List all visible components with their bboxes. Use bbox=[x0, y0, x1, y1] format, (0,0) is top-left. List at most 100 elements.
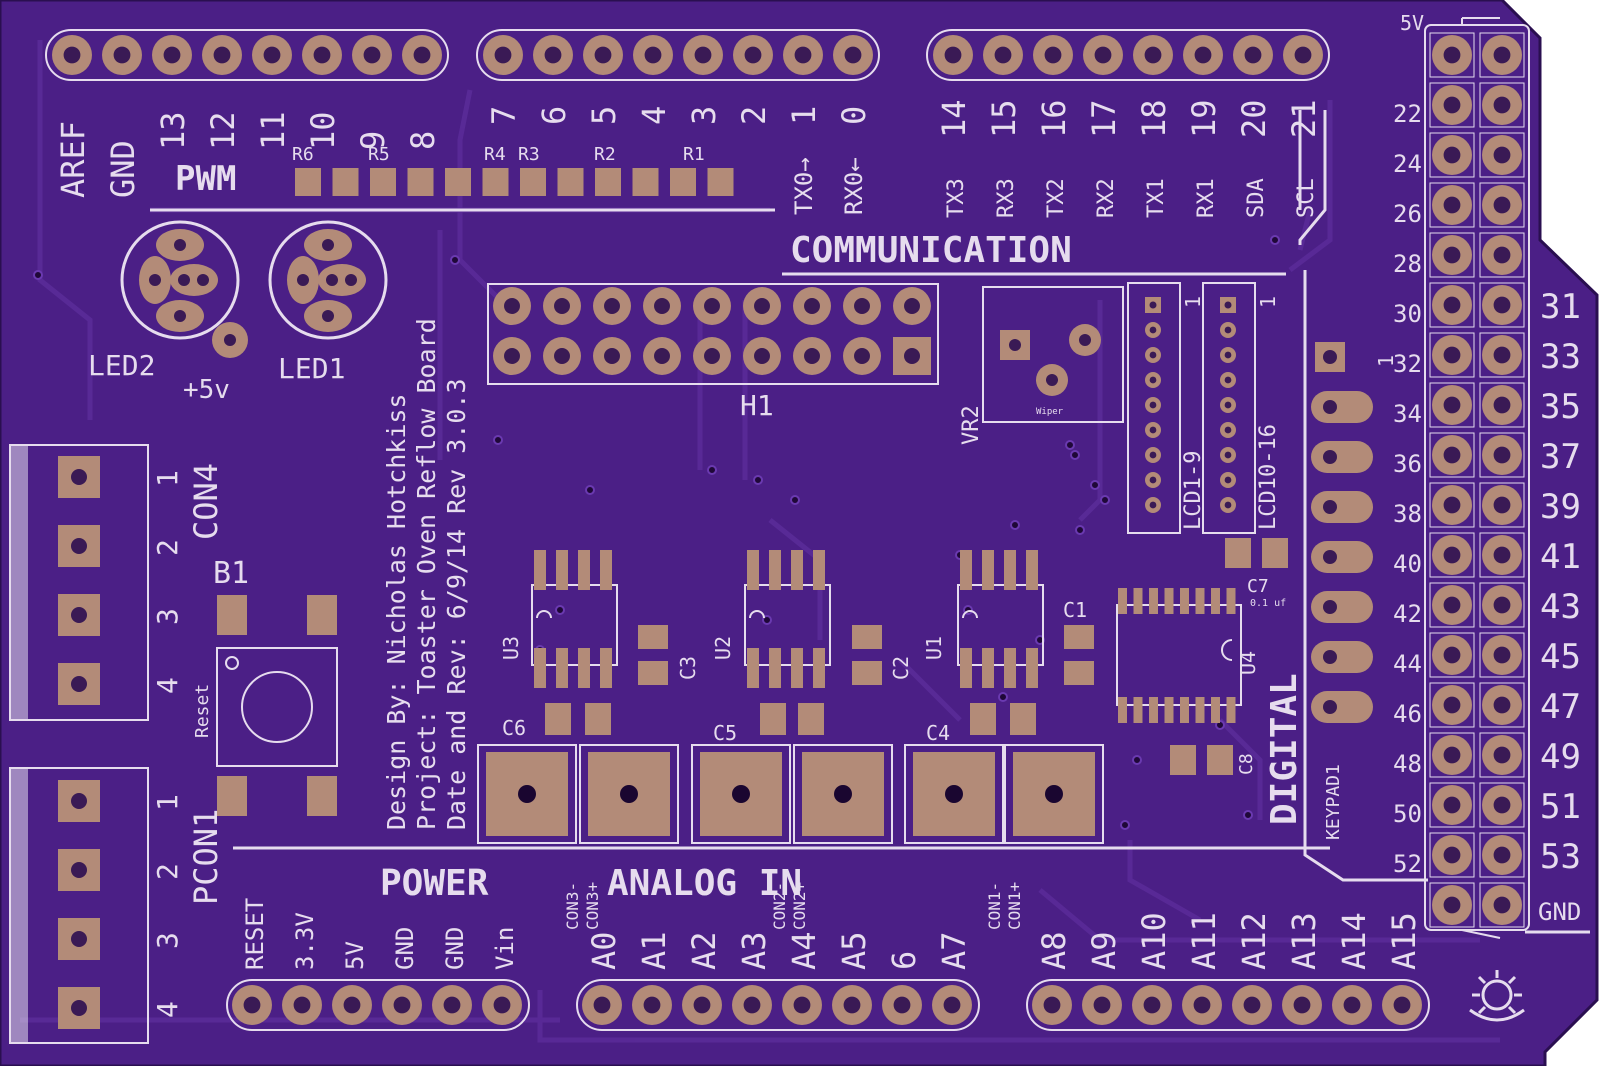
right-pin-label: 35 bbox=[1540, 387, 1581, 427]
analog-pin-label: A2 bbox=[685, 931, 723, 970]
keypad-header bbox=[1311, 342, 1373, 723]
resistor-pad bbox=[595, 168, 621, 196]
lcd1-pin1: 1 bbox=[1181, 296, 1205, 308]
lcd1-header bbox=[1127, 282, 1181, 534]
pin-label: 6 bbox=[535, 106, 573, 125]
header-top-left bbox=[45, 29, 449, 81]
power-pin-label: 5V bbox=[341, 941, 369, 970]
keypad-pin bbox=[1311, 391, 1373, 423]
analog-pin-label: A12 bbox=[1235, 912, 1273, 970]
resistor-pad bbox=[632, 168, 659, 196]
header-top-mid bbox=[476, 29, 880, 81]
right-pin-label: 33 bbox=[1540, 337, 1581, 377]
thermocouple-terminal-label: CON2- bbox=[770, 882, 789, 930]
credit-designer: Design By: Nicholas Hotchkiss bbox=[382, 394, 411, 831]
power-pin-label: Vin bbox=[491, 927, 519, 970]
comm-label: SCL bbox=[1294, 178, 1319, 218]
header-bottom-power bbox=[226, 979, 530, 1031]
pin-label: 2 bbox=[735, 106, 773, 125]
resistor-label: R6 bbox=[292, 144, 314, 165]
capacitor-c1 bbox=[1064, 625, 1094, 685]
resistor-pad bbox=[557, 168, 584, 196]
header-bottom-analog bbox=[576, 979, 980, 1031]
wiper-label: Wiper bbox=[1036, 407, 1064, 417]
right-pin-label: 42 bbox=[1393, 600, 1422, 628]
pin-label: 5 bbox=[585, 106, 623, 125]
power-pin-label: RESET bbox=[241, 898, 269, 970]
c6-label: C6 bbox=[502, 716, 526, 740]
thermocouple-pads bbox=[477, 744, 1104, 844]
reset-label: Reset bbox=[192, 684, 213, 738]
terminal-pin-number: 4 bbox=[151, 1001, 184, 1018]
pin-label: 14 bbox=[935, 99, 973, 138]
resistor-pad bbox=[370, 168, 396, 196]
right-pin-label: 40 bbox=[1393, 550, 1422, 578]
led1 bbox=[268, 220, 388, 340]
vr2-label: VR2 bbox=[959, 405, 984, 445]
vr2-potentiometer bbox=[982, 286, 1124, 423]
keypad-pin bbox=[1311, 491, 1373, 523]
right-pin-label: 31 bbox=[1540, 287, 1581, 327]
resistor-pad bbox=[445, 168, 471, 196]
right-pin-label: 53 bbox=[1540, 837, 1581, 877]
pwm-label: PWM bbox=[175, 159, 236, 199]
led2 bbox=[120, 220, 240, 340]
ic-outline bbox=[531, 584, 618, 666]
analog-pin-label: A11 bbox=[1185, 912, 1223, 970]
right-pin-label: 52 bbox=[1393, 850, 1422, 878]
u2-label: U2 bbox=[711, 636, 735, 660]
pin-label: 12 bbox=[204, 111, 242, 150]
pin-label: 21 bbox=[1285, 99, 1323, 138]
led1-label: LED1 bbox=[278, 352, 345, 385]
comm-label: RX2 bbox=[1094, 178, 1119, 218]
pin-label: GND bbox=[104, 140, 142, 198]
terminal-pin-number: 3 bbox=[151, 932, 184, 949]
pin-label: 18 bbox=[1135, 99, 1173, 138]
pcon1-terminal bbox=[9, 767, 149, 1044]
right-pin-label: 26 bbox=[1393, 200, 1422, 228]
c2-label: C2 bbox=[889, 656, 913, 680]
resistor-label: R1 bbox=[683, 144, 705, 165]
resistor-label: R5 bbox=[368, 144, 390, 165]
terminal-pin-number: 2 bbox=[151, 863, 184, 880]
pin-label: 15 bbox=[985, 99, 1023, 138]
capacitor-c3 bbox=[638, 625, 668, 685]
pin-label: 7 bbox=[485, 106, 523, 125]
right-pin-label: 39 bbox=[1540, 487, 1581, 527]
right-pin-label: 45 bbox=[1540, 637, 1581, 677]
resistor-pad bbox=[520, 168, 546, 196]
right-pin-label: 30 bbox=[1393, 300, 1422, 328]
pin-label: 10 bbox=[304, 111, 342, 150]
resistor-pad bbox=[707, 168, 734, 196]
pin-label: 17 bbox=[1085, 99, 1123, 138]
analog-in-label: ANALOG IN bbox=[607, 863, 802, 904]
thermocouple-terminal-labels: CON3-CON3+CON2-CON2+CON1-CON1+ bbox=[563, 882, 1024, 930]
pin-label: AREF bbox=[54, 121, 92, 198]
power-pin-label: GND bbox=[391, 927, 419, 970]
b1-label: B1 bbox=[213, 556, 249, 591]
credit-date: Date and Rev: 6/9/14 Rev 3.0.3 bbox=[442, 378, 471, 830]
analog-pin-label: A7 bbox=[935, 931, 973, 970]
terminal-pin-number: 3 bbox=[151, 608, 184, 625]
analog-pin-label: A4 bbox=[785, 931, 823, 970]
resistor-pad bbox=[332, 168, 359, 196]
capacitor-c8 bbox=[1170, 745, 1233, 775]
right-pin-label: 36 bbox=[1393, 450, 1422, 478]
right-pin-label: 32 bbox=[1393, 350, 1422, 378]
thermocouple-terminal-label: CON1- bbox=[985, 882, 1004, 930]
pin-label: 11 bbox=[254, 111, 292, 150]
right-pin-label: 34 bbox=[1393, 400, 1422, 428]
keypad-pin bbox=[1311, 441, 1373, 473]
lcd2-pin1: 1 bbox=[1256, 296, 1280, 308]
right-gnd-label: GND bbox=[1538, 898, 1581, 926]
analog-pin-label: A13 bbox=[1285, 912, 1323, 970]
digital-label: DIGITAL bbox=[1264, 673, 1305, 825]
power-pin-label: GND bbox=[441, 927, 469, 970]
